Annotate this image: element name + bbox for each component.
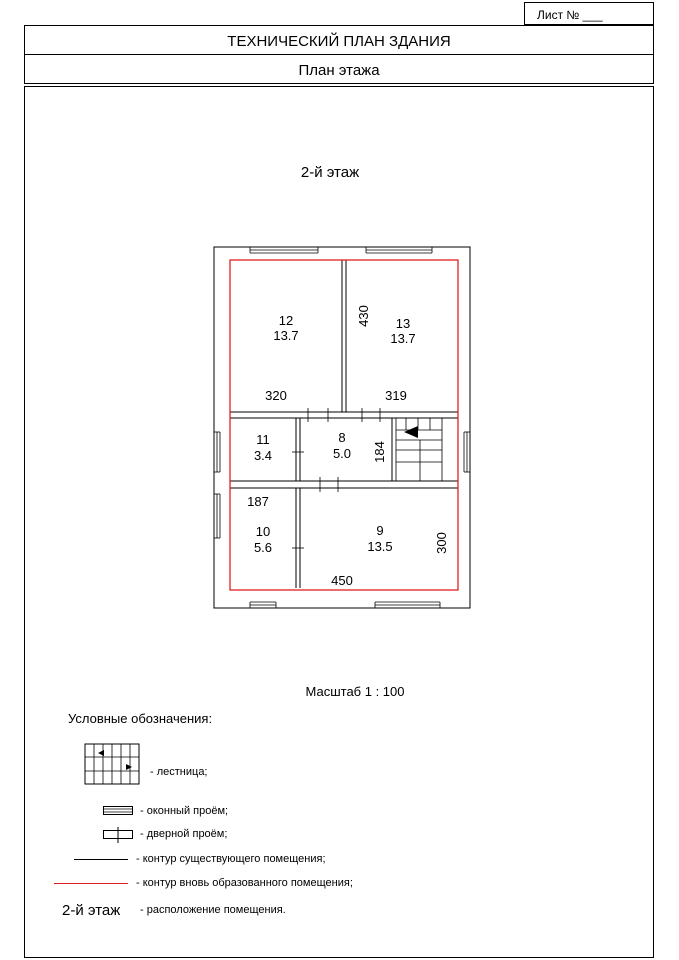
window-bottom-left bbox=[249, 601, 277, 609]
room-12-number: 12 bbox=[279, 313, 293, 328]
subtitle-row: План этажа bbox=[24, 54, 654, 84]
room-10-area: 5.6 bbox=[254, 540, 272, 555]
scale-label: Масштаб 1 : 100 bbox=[305, 684, 405, 699]
legend-floor-sample: 2-й этаж bbox=[62, 902, 121, 919]
legend-new-contour-line bbox=[54, 883, 128, 884]
legend-window-icon bbox=[103, 806, 133, 815]
dimension-300: 300 bbox=[434, 532, 449, 554]
legend-door-icon bbox=[103, 827, 133, 843]
dimension-450: 450 bbox=[331, 573, 353, 588]
room-12-area: 13.7 bbox=[273, 328, 298, 343]
door-marks bbox=[292, 408, 381, 549]
legend-stair-icon bbox=[84, 743, 140, 785]
document-subtitle: План этажа bbox=[298, 62, 380, 79]
sheet-number-box: Лист № ___ bbox=[524, 2, 654, 25]
document-title: ТЕХНИЧЕСКИЙ ПЛАН ЗДАНИЯ bbox=[227, 33, 451, 50]
legend-title: Условные обозначения: bbox=[68, 711, 213, 726]
legend-existing-contour-label: - контур существующего помещения; bbox=[136, 853, 326, 865]
floor-heading: 2-й этаж bbox=[300, 164, 360, 181]
dimension-187: 187 bbox=[247, 494, 269, 509]
room-11-area: 3.4 bbox=[254, 448, 272, 463]
legend-stair-label: - лестница; bbox=[150, 766, 208, 778]
window-right bbox=[463, 431, 471, 473]
room-9-number: 9 bbox=[376, 523, 383, 538]
new-room-contours bbox=[229, 259, 459, 591]
outer-wall bbox=[213, 246, 471, 609]
legend-window-label: - оконный проём; bbox=[140, 805, 229, 817]
room-8-number: 8 bbox=[338, 430, 345, 445]
room-8-area: 5.0 bbox=[333, 446, 351, 461]
room-10-number: 10 bbox=[256, 524, 270, 539]
window-left-lower bbox=[213, 493, 221, 539]
dimension-319: 319 bbox=[385, 388, 407, 403]
legend-door-label: - дверной проём; bbox=[140, 828, 228, 840]
staircase bbox=[395, 417, 443, 482]
room-9-area: 13.5 bbox=[367, 539, 392, 554]
room-13-area: 13.7 bbox=[390, 331, 415, 346]
room-11-number: 11 bbox=[256, 432, 270, 447]
sheet-number-label: Лист № ___ bbox=[537, 8, 603, 22]
legend-new-contour-label: - контур вновь образованного помещения; bbox=[136, 877, 353, 889]
window-left-upper bbox=[213, 431, 221, 473]
dimension-430: 430 bbox=[356, 305, 371, 327]
drawing-frame bbox=[24, 86, 654, 958]
dimension-184: 184 bbox=[372, 441, 387, 463]
window-top-right bbox=[365, 246, 433, 254]
dimension-320: 320 bbox=[265, 388, 287, 403]
window-bottom-right bbox=[374, 601, 441, 609]
window-top-left bbox=[249, 246, 319, 254]
legend-location-label: - расположение помещения. bbox=[140, 904, 286, 916]
legend-existing-contour-line bbox=[74, 859, 128, 860]
room-13-number: 13 bbox=[396, 316, 410, 331]
